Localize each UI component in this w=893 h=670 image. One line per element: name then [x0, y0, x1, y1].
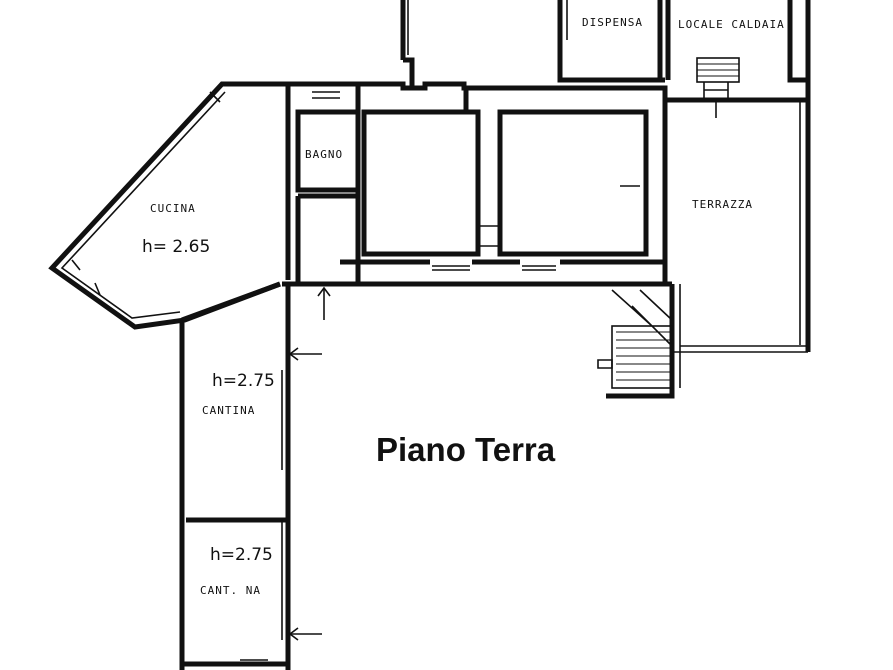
central-rooms: [282, 109, 672, 287]
terrazza-label: TERRAZZA: [692, 198, 753, 211]
cantina-2-height-label: h=2.75: [210, 545, 273, 565]
corner-stair: [597, 289, 673, 389]
dispensa-label: DISPENSA: [582, 16, 643, 29]
main-walls: [282, 81, 811, 352]
plan-title: Piano Terra: [376, 431, 556, 468]
cantina-2-label: CANT. NA: [200, 584, 261, 597]
cucina-height-label: h= 2.65: [142, 237, 210, 257]
cantine-walls: [179, 281, 291, 670]
locale-caldaia-label: LOCALE CALDAIA: [678, 18, 785, 31]
cantina-1-label: CANTINA: [202, 404, 255, 417]
caldaia-stair: [696, 57, 740, 118]
cantina-1-height-label: h=2.75: [212, 371, 275, 391]
bagno-label: BAGNO: [305, 148, 343, 161]
top-walls: [400, 0, 811, 100]
bagno-room: [295, 91, 361, 193]
terrazza-area: [606, 284, 808, 399]
cucina-label: CUCINA: [150, 202, 196, 215]
entrance-arrows: [288, 286, 331, 641]
